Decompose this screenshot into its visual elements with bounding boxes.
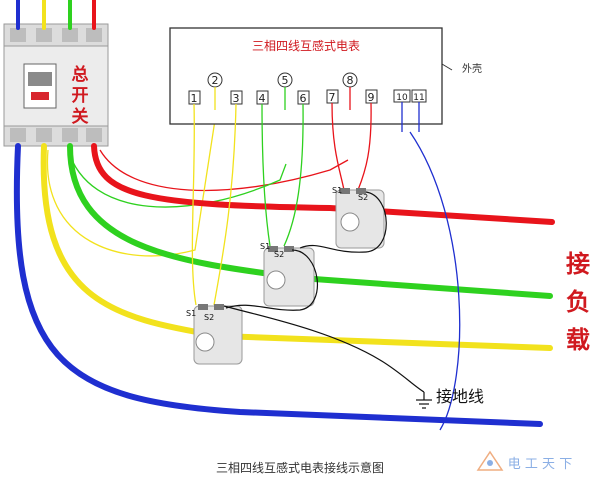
main-switch-label: 总 开 关 [72,64,89,127]
breaker-top-terminals [10,28,102,42]
ground-label: 接地线 [436,387,484,406]
breaker-bottom-terminals [10,128,102,142]
meter-title: 三相四线互感式电表 [252,38,360,53]
svg-text:S1: S1 [260,242,270,251]
neutral-conductor [13,143,543,427]
terminal-8: 8 [347,74,354,87]
current-transformer-c: S1 S2 [332,186,385,249]
ground-wires [223,191,425,393]
incoming-supply-wires [16,0,96,30]
svg-text:S2: S2 [274,250,284,259]
terminal-1: 1 [191,92,198,105]
terminal-3: 3 [233,92,240,105]
load-label: 接 负 载 [566,250,590,354]
watermark-text: 电 工 天 下 [508,457,572,472]
svg-text:S1: S1 [186,309,196,318]
svg-text:S2: S2 [358,193,368,202]
svg-text:S2: S2 [204,313,214,322]
svg-text:关: 关 [72,106,89,127]
svg-text:负: 负 [566,288,590,316]
current-transformer-a: S1 S2 [186,304,243,365]
breaker-handle[interactable] [28,72,52,86]
current-transformer-b: S1 S2 [260,242,315,307]
svg-text:接: 接 [566,250,590,278]
terminal-7: 7 [329,91,336,104]
diagram-caption: 三相四线互感式电表接线示意图 [216,460,384,475]
ct-secondary-wires [191,87,461,431]
ground-symbol [416,392,432,409]
phase-c-conductor [91,143,555,225]
voltage-sense-wires [46,119,349,257]
terminal-9: 9 [368,91,375,104]
svg-text:S1: S1 [332,186,342,195]
terminal-4: 4 [259,92,266,105]
terminal-10: 10 [396,93,408,103]
terminal-6: 6 [300,92,307,105]
svg-text:载: 载 [566,326,590,354]
phase-a-conductor [40,143,553,351]
meter-shell-label: 外壳 [462,62,482,75]
neutral-sense-wire [409,131,461,431]
terminal-2: 2 [212,74,219,87]
svg-text:开: 开 [72,86,89,106]
main-switch: 总 开 关 [3,23,109,147]
watermark-logo: 电 工 天 下 [476,450,572,472]
breaker-trip-indicator [31,92,49,100]
svg-text:总: 总 [72,64,89,85]
terminal-11: 11 [413,93,424,103]
terminal-5: 5 [282,74,289,87]
